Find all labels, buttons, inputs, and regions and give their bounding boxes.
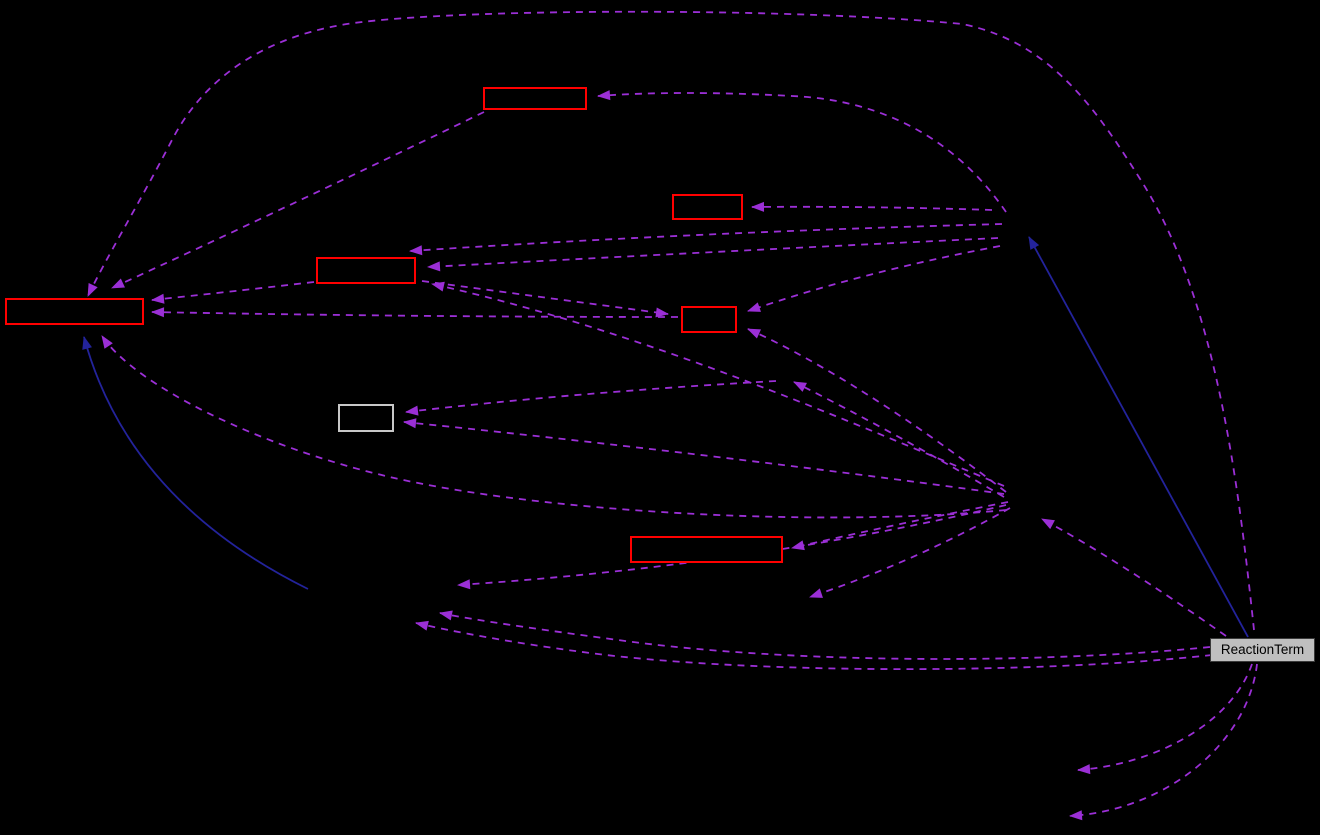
node-mid-left[interactable] — [316, 257, 416, 284]
edge-hubmid-to-plain — [403, 418, 1005, 495]
edge-hubmid-to-small-1 — [457, 504, 1007, 590]
edge-hubmid-to-far-left-bottom — [101, 335, 1007, 519]
edge-current-to-hubmid — [1041, 518, 1227, 637]
edge-inherit-hub-bl-to-far-left — [82, 336, 309, 590]
edge-inherit-current-to-hub-top — [1028, 236, 1249, 638]
edge-hubmid-to-lower-mid — [791, 501, 1009, 551]
edge-current-to-far-left-loop — [87, 10, 1255, 631]
node-plain — [338, 404, 394, 432]
edge-hubtop-to-mid-left-a — [409, 223, 1003, 256]
edge-current-to-bottom-right-1 — [1077, 663, 1253, 775]
edge-center-to-far-left — [151, 307, 679, 318]
node-center[interactable] — [681, 306, 737, 333]
node-upper-mid[interactable] — [672, 194, 743, 220]
edge-hubmid-to-small-2 — [809, 507, 1011, 598]
edge-hubtop-to-top — [597, 90, 1007, 213]
edge-hubtop-to-center — [747, 245, 1001, 312]
edge-hubmid-to-mid-left — [431, 281, 1005, 487]
edge-hubmid-to-center — [747, 328, 1007, 493]
edge-hubtop-to-upper-mid — [751, 201, 993, 212]
edge-mid-left-to-far-left — [151, 281, 315, 304]
edge-inner-to-plain — [405, 380, 777, 416]
edge-mid-left-to-center — [421, 280, 669, 318]
edge-hubmid-to-inner — [793, 381, 1005, 498]
node-lower-mid[interactable] — [630, 536, 783, 563]
node-far-left[interactable] — [5, 298, 144, 325]
node-top[interactable] — [483, 87, 587, 110]
node-current-reactionterm: ReactionTerm — [1210, 638, 1315, 662]
edge-hubtop-to-mid-left-b — [427, 237, 999, 272]
edge-current-to-hub-bl-a — [439, 610, 1211, 660]
edge-top-to-far-left — [111, 111, 485, 289]
edge-current-to-bottom-right-2 — [1069, 663, 1258, 821]
edge-current-to-hub-bl-b — [415, 620, 1213, 671]
